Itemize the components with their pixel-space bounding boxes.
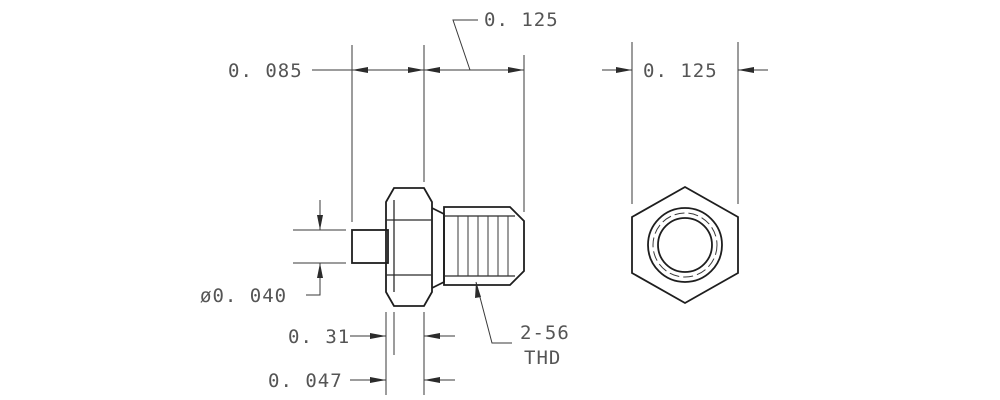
dim-0040: ø0. 040 bbox=[200, 200, 323, 307]
dim-0125-top: 0. 125 bbox=[452, 9, 559, 71]
dim-0125-hex: 0. 125 bbox=[602, 60, 768, 82]
outer-circle bbox=[647, 207, 723, 283]
dim-label-0085: 0. 085 bbox=[228, 60, 303, 82]
arrowhead bbox=[424, 333, 440, 339]
dim-label-0040: ø0. 040 bbox=[200, 285, 287, 307]
arrowhead bbox=[317, 263, 323, 278]
dim-0047: 0. 047 bbox=[268, 370, 455, 392]
arrowhead bbox=[424, 377, 440, 383]
dim-label-0125-hex: 0. 125 bbox=[643, 60, 718, 82]
side-view bbox=[351, 187, 525, 307]
leader-line bbox=[452, 19, 478, 71]
arrowhead bbox=[408, 67, 424, 73]
arrowhead bbox=[370, 377, 386, 383]
arrowhead bbox=[424, 67, 440, 73]
arrowhead bbox=[317, 215, 323, 230]
arrowhead bbox=[738, 67, 754, 73]
hex-outline bbox=[631, 185, 739, 305]
thread-spec-type: THD bbox=[524, 347, 561, 369]
neck bbox=[431, 207, 445, 289]
hex-head bbox=[385, 187, 433, 307]
arrowhead bbox=[352, 67, 368, 73]
thread-callout: 2-56 THD bbox=[475, 281, 570, 369]
dim-031: 0. 31 bbox=[288, 326, 455, 348]
thread-hidden-circle bbox=[652, 212, 718, 278]
arrowhead bbox=[475, 282, 481, 298]
dimension-line bbox=[306, 263, 321, 296]
end-view bbox=[631, 42, 739, 305]
leader-line bbox=[475, 281, 512, 344]
dim-label-0047: 0. 047 bbox=[268, 370, 343, 392]
threaded-body bbox=[443, 206, 525, 286]
dim-label-0125-top: 0. 125 bbox=[484, 9, 559, 31]
dim-0085: 0. 085 bbox=[228, 60, 524, 82]
arrowhead bbox=[616, 67, 632, 73]
pin bbox=[351, 229, 389, 264]
dim-label-031: 0. 31 bbox=[288, 326, 350, 348]
arrowhead bbox=[508, 67, 524, 73]
inner-circle bbox=[657, 217, 713, 273]
arrowhead bbox=[370, 333, 386, 339]
thread-spec-size: 2-56 bbox=[520, 322, 570, 344]
